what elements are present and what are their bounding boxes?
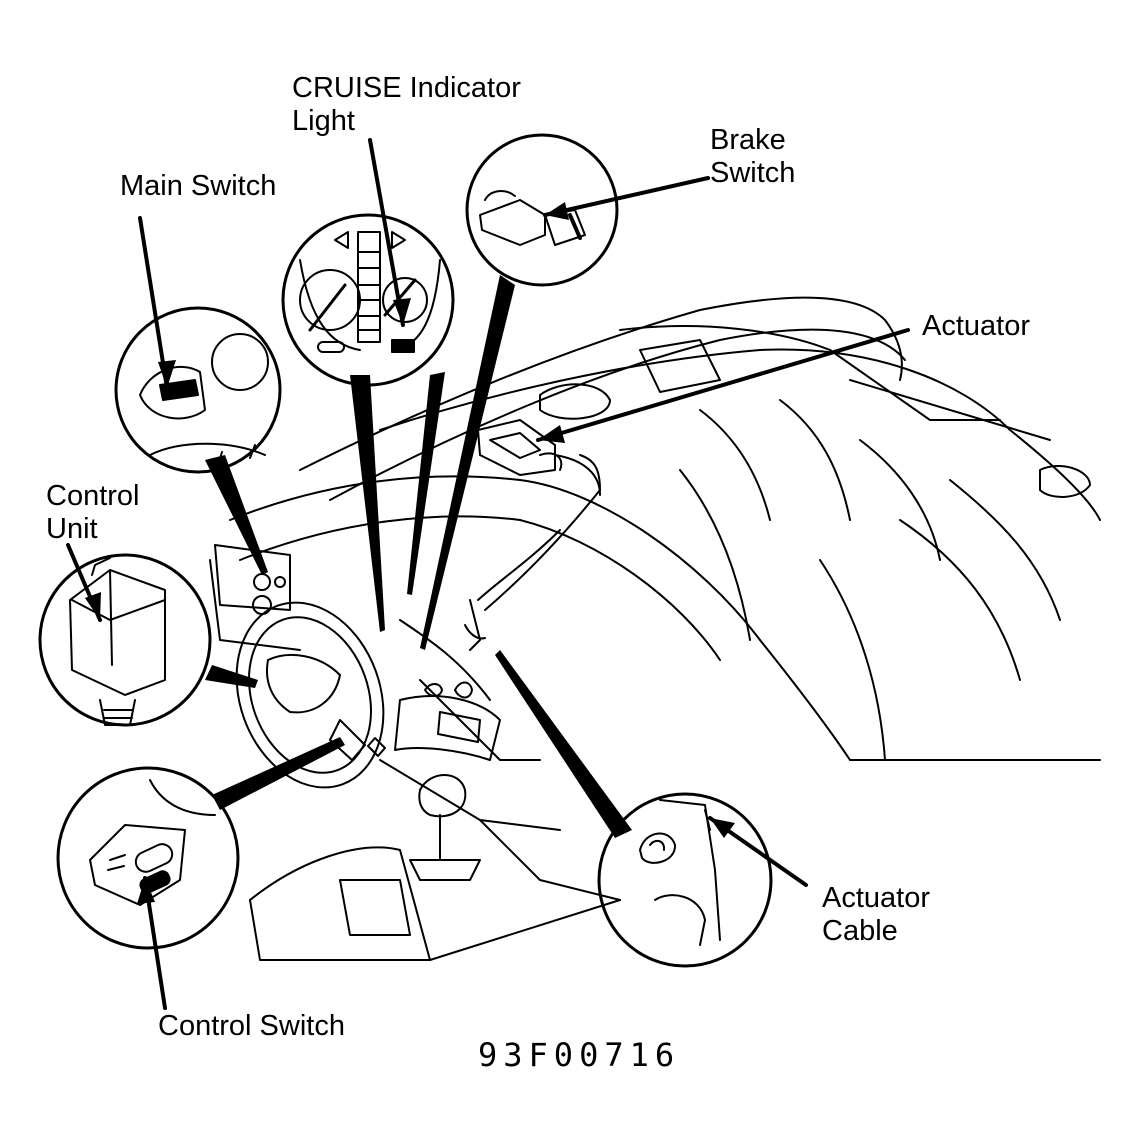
actuator-unit [477,419,601,496]
brake-switch-label: Brake Switch [710,124,795,190]
cruise-indicator-leader [368,138,405,327]
cruise-indicator-line-2: Light [292,105,355,137]
actuator-cable-line-1: Actuator [822,882,930,914]
brake-switch-line-1: Brake [710,124,786,156]
figure-code: 93F00716 [478,1036,681,1074]
control-unit-label: Control Unit [46,480,140,546]
dashboard-outline [209,296,1101,961]
actuator-cable-detail [597,792,773,968]
main-switch-leader [138,216,169,390]
gauge-cluster-detail [281,213,455,387]
callout-wedges [205,275,632,838]
cruise-indicator-line-1: CRUISE Indicator [292,72,521,104]
leader-lines [66,138,910,1010]
actuator-leader [536,328,910,442]
control-unit-detail [38,553,212,727]
main-switch-detail [114,306,282,474]
main-switch-label: Main Switch [120,170,277,202]
actuator-cable-line-2: Cable [822,915,898,947]
brake-switch-line-2: Switch [710,157,796,189]
actuator-cable-label: Actuator Cable [822,882,930,948]
control-switch-label: Control Switch [158,1010,345,1042]
leader-arrowheads [85,202,735,904]
control-switch-detail [56,766,240,950]
brake-switch-leader [543,176,710,217]
brake-switch-detail [465,133,619,287]
steering-wheel [235,601,386,789]
control-unit-line-2: Unit [46,513,98,545]
control-unit-line-1: Control [46,480,140,512]
actuator-label: Actuator [922,310,1030,342]
cruise-indicator-light-label: CRUISE Indicator Light [292,72,521,138]
